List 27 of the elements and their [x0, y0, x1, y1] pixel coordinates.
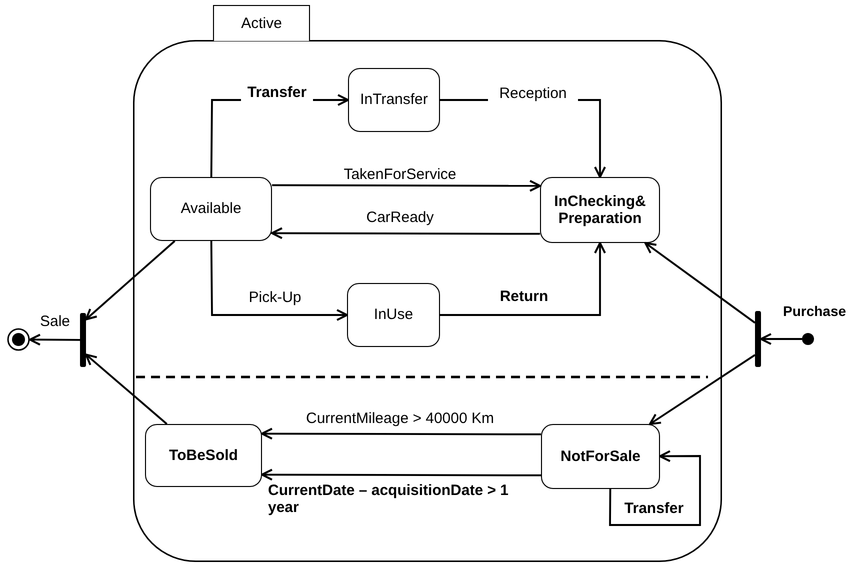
sync-bar — [80, 313, 86, 367]
final-state — [7, 328, 30, 351]
transition-arrow — [644, 242, 756, 324]
transition-arrow — [210, 240, 348, 321]
state-box: ToBeSold — [145, 424, 262, 487]
sync-bar — [755, 311, 761, 367]
state-box: InUse — [347, 283, 440, 347]
transition-arrow — [609, 450, 701, 526]
state-box: NotForSale — [541, 424, 660, 489]
transition-arrow — [261, 428, 541, 440]
edge-label: Transfer — [241, 84, 313, 102]
transition-arrow — [760, 333, 802, 345]
initial-state — [802, 333, 814, 345]
edge-label: Reception — [488, 85, 578, 102]
transition-arrow — [85, 240, 176, 320]
transition-arrow — [261, 468, 541, 481]
transition-arrow — [85, 354, 168, 425]
transition-arrow — [648, 354, 756, 425]
state-box: InTransfer — [348, 68, 440, 132]
state-box: InChecking& Preparation — [540, 177, 660, 243]
transition-arrow — [272, 180, 541, 192]
transition-label: Purchase — [783, 303, 846, 319]
state-name-tab: Active — [213, 5, 310, 41]
transition-arrow — [29, 334, 80, 346]
state-box: Available — [150, 177, 272, 241]
transition-arrow — [271, 227, 540, 240]
transition-arrow — [440, 242, 606, 316]
